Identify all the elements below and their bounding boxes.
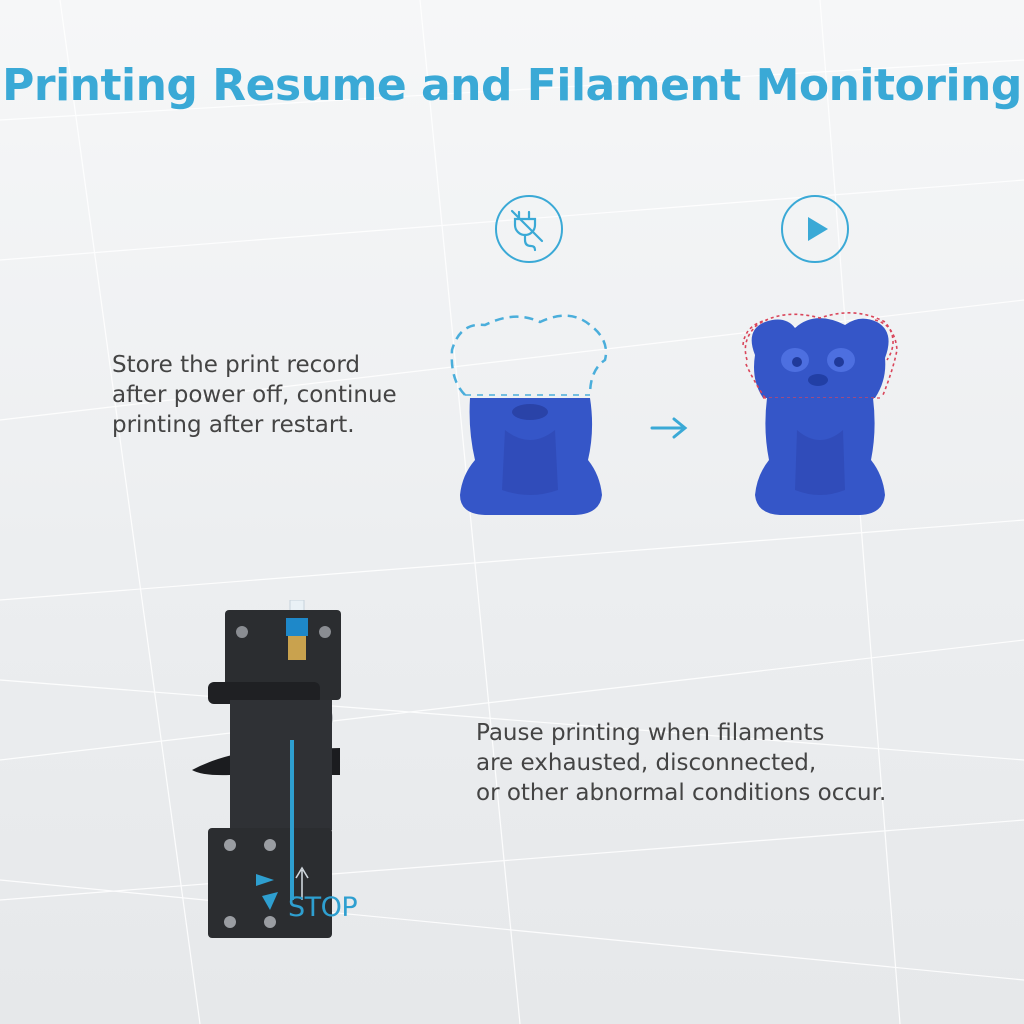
monitor-line-1: Pause printing when filaments	[476, 720, 825, 746]
monitor-line-3: or other abnormal conditions occur.	[476, 780, 887, 806]
monitor-feature-text: Pause printing when filaments are exhaus…	[476, 718, 886, 808]
monitor-line-2: are exhausted, disconnected,	[476, 750, 817, 776]
resume-feature-text: Store the print record after power off, …	[112, 350, 397, 440]
resume-line-3: printing after restart.	[112, 412, 355, 438]
resume-line-2: after power off, continue	[112, 382, 397, 408]
completed-print-image	[742, 312, 898, 515]
resume-line-1: Store the print record	[112, 352, 360, 378]
partial-print-image	[450, 314, 608, 515]
extruder-image	[192, 600, 341, 938]
stop-label: STOP	[288, 892, 358, 923]
arrow-right-icon	[650, 417, 688, 439]
no-power-plug-icon	[495, 195, 563, 263]
page-title: Printing Resume and Filament Monitoring	[2, 60, 1022, 111]
play-icon	[781, 195, 849, 263]
